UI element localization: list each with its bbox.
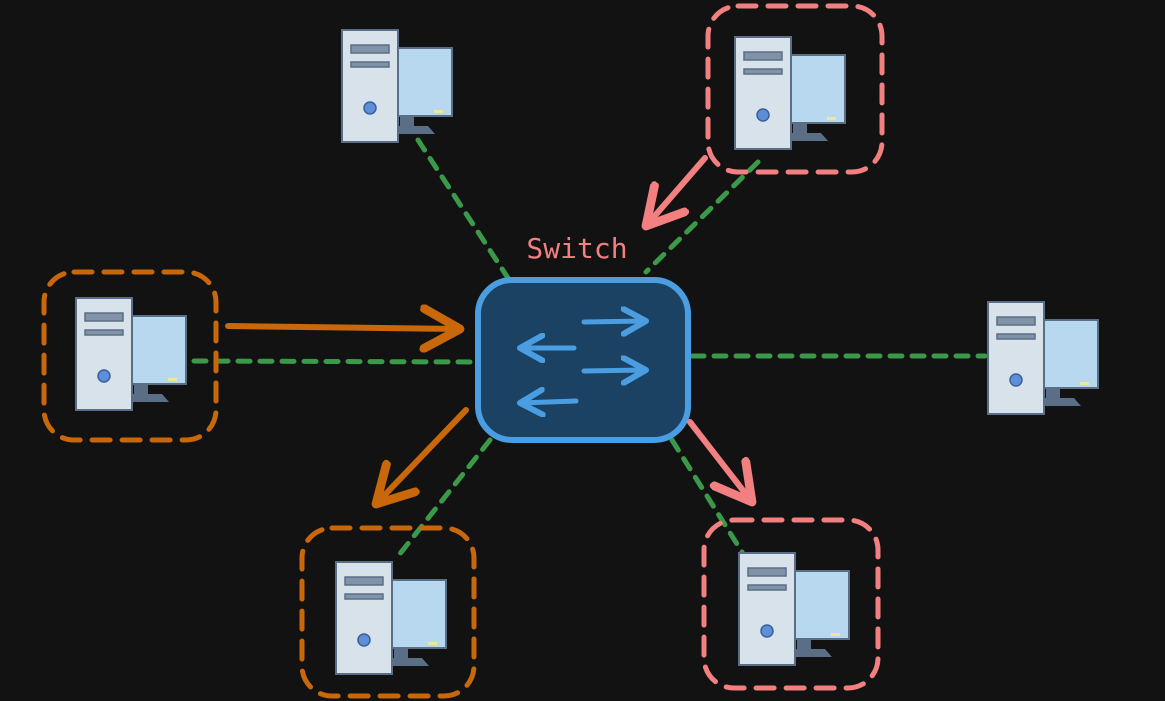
flow-left-to-switch	[225, 326, 460, 329]
desktop-computer-icon	[335, 561, 447, 675]
desktop-computer-icon	[987, 301, 1099, 415]
desktop-computer-icon	[341, 29, 453, 143]
highlight-top-right	[705, 3, 885, 175]
desktop-computer-icon	[75, 297, 187, 411]
flow-top-right-to-switch	[646, 155, 708, 226]
highlight-bottom-left	[299, 525, 477, 699]
desktop-computer-icon	[738, 552, 850, 666]
flows	[225, 155, 752, 504]
highlights	[41, 3, 885, 699]
link-bottom-right	[669, 437, 745, 555]
switch	[475, 277, 691, 443]
link-top-left	[415, 137, 511, 281]
link-bottom-left	[392, 437, 493, 563]
switch-arrows-icon	[520, 321, 646, 403]
highlight-bottom-right	[701, 517, 881, 691]
link-left	[191, 358, 479, 365]
flow-switch-to-bottom-right	[687, 419, 752, 502]
desktop-computer-icon	[734, 36, 846, 150]
link-top-right	[643, 159, 761, 275]
flow-switch-to-bottom-left	[376, 407, 469, 504]
switch-label: Switch	[526, 232, 627, 265]
links	[191, 137, 988, 563]
highlight-left	[41, 269, 219, 443]
switch-body	[475, 277, 691, 443]
